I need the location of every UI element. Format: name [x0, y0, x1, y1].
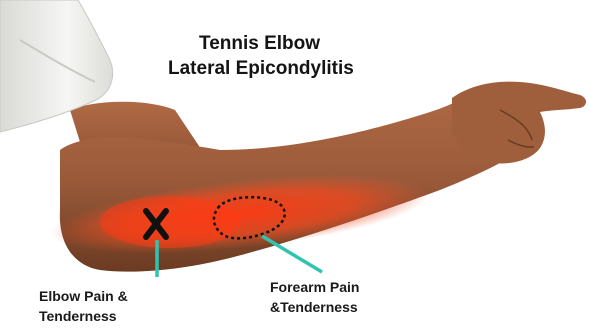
diagram-subtitle: Lateral Epicondylitis [168, 58, 354, 80]
diagram-title: Tennis Elbow [199, 33, 320, 55]
forearm-pain-label: Forearm Pain &Tenderness [270, 277, 359, 317]
elbow-pain-label-line1: Elbow Pain & [39, 286, 128, 306]
inflammation-core [100, 196, 240, 248]
elbow-pain-label-line2: Tenderness [39, 306, 128, 326]
forearm-pain-label-line2: &Tenderness [270, 297, 359, 317]
forearm-pain-label-line1: Forearm Pain [270, 277, 359, 297]
elbow-pain-label: Elbow Pain & Tenderness [39, 286, 128, 326]
